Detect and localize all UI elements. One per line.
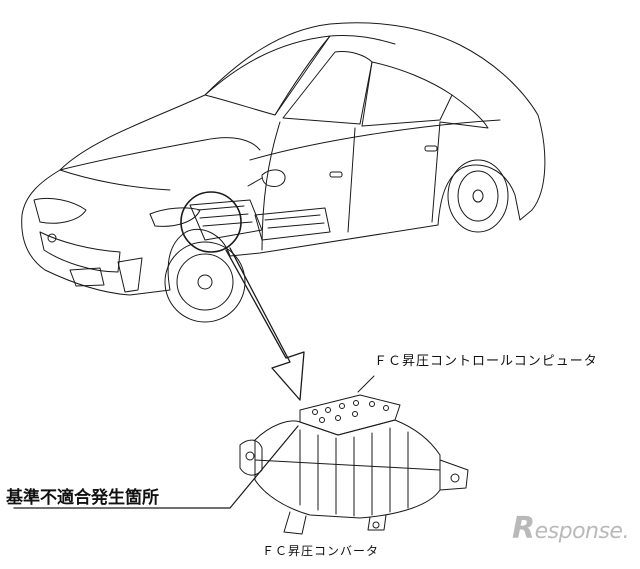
rear-side-window [361, 61, 453, 127]
controller-leader [357, 375, 375, 393]
defect-location-label: 基準不適合発生箇所 [6, 488, 159, 508]
engine-bay-cutaway [189, 199, 331, 241]
highlight-circle [180, 191, 242, 253]
front-side-window [282, 51, 373, 125]
response-watermark-logo: Response. [512, 511, 629, 546]
converter-label: ＦＣ昇圧コンバータ [262, 544, 380, 558]
windshield [204, 35, 331, 116]
defect-leader [13, 425, 299, 509]
car-body-outline [21, 22, 546, 296]
front-grille [39, 231, 121, 273]
side-mirror [261, 169, 286, 187]
callout-arrow [225, 247, 305, 401]
rear-wheel [447, 159, 509, 233]
converter-illustration [239, 394, 469, 535]
front-wheel [164, 241, 246, 323]
car-illustration [21, 22, 546, 323]
hood [59, 137, 261, 171]
controller-label: ＦＣ昇圧コントロールコンピュータ [374, 354, 598, 369]
headlight [33, 197, 87, 224]
